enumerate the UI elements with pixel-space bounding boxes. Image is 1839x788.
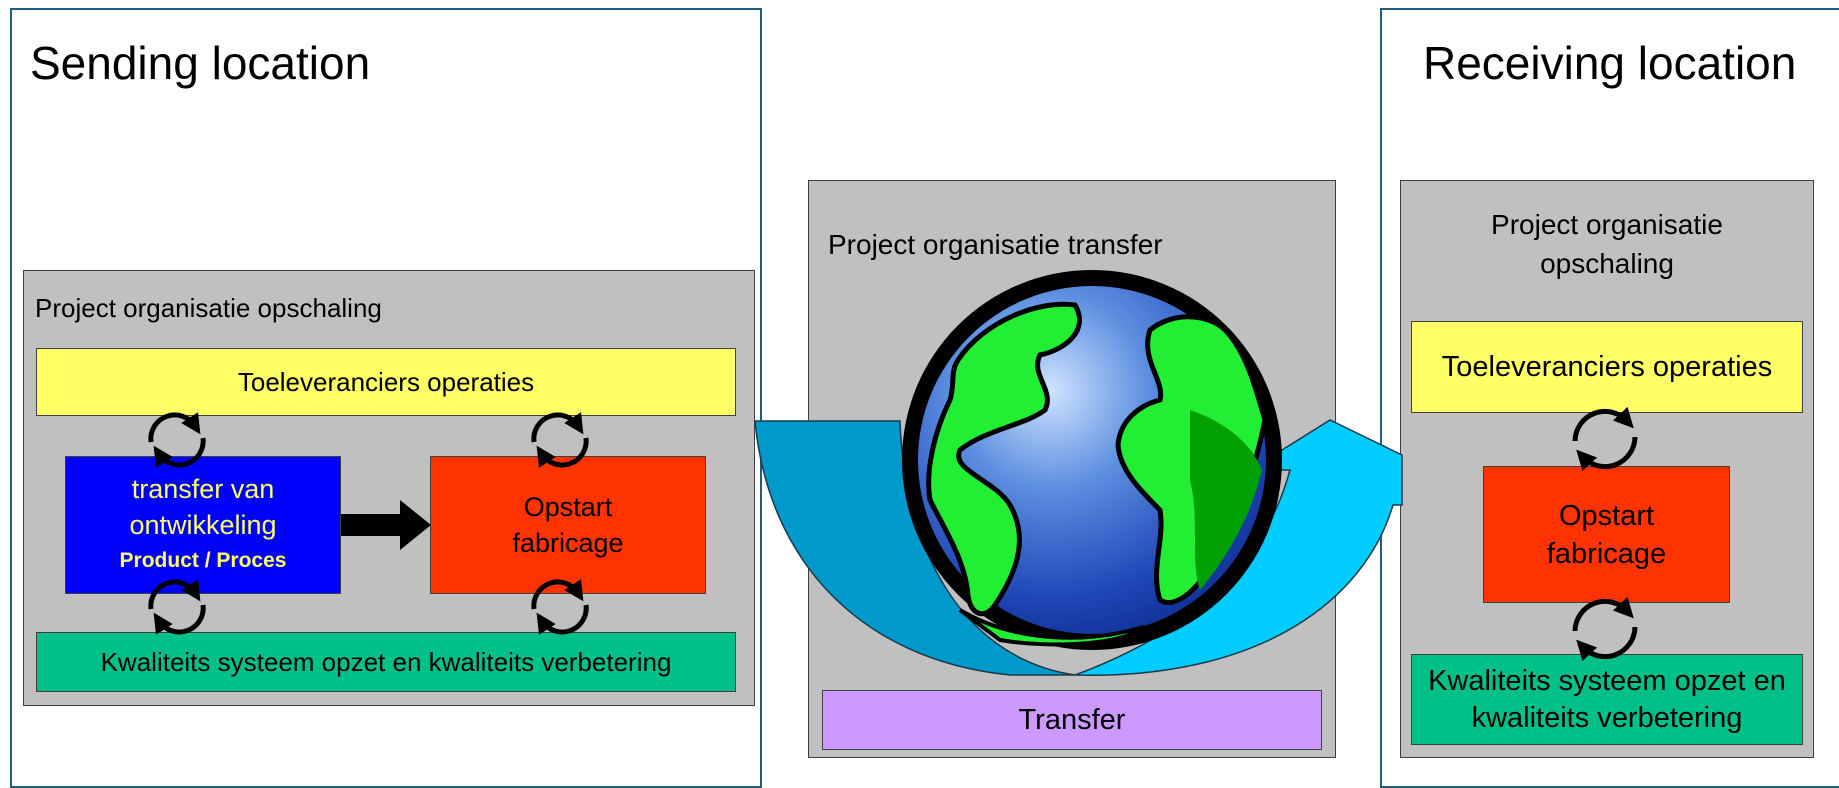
globe-icon [902, 270, 1282, 650]
cycle-icon-receiving-bottom [1572, 596, 1638, 662]
sending-suppliers-box: Toeleveranciers operaties [36, 348, 736, 416]
receiving-quality-line2: kwaliteits verbetering [1471, 701, 1743, 734]
receiving-location-title: Receiving location [1423, 37, 1797, 89]
receiving-panel-title: Project organisatie opschaling [1400, 205, 1814, 283]
sending-panel-title: Project organisatie opschaling [35, 293, 382, 323]
sending-startup-line1: Opstart [523, 492, 613, 522]
receiving-startup-line2: fabricage [1546, 537, 1667, 570]
receiving-startup-line1: Opstart [1558, 499, 1655, 532]
receiving-quality-box: Kwaliteits systeem opzet en kwaliteits v… [1411, 654, 1803, 745]
transfer-development-line2: ontwikkeling [129, 510, 277, 540]
diagram-graphics [148, 270, 1638, 676]
transfer-panel-title: Project organisatie transfer [828, 229, 1163, 260]
cycle-icon-sending-left-top [148, 412, 206, 468]
cycle-icon-sending-right-top [531, 412, 589, 468]
sending-location-title: Sending location [30, 37, 371, 89]
sending-quality-label: Kwaliteits systeem opzet en kwaliteits v… [100, 646, 672, 677]
cycle-icon-sending-left-bottom [148, 579, 206, 635]
sending-quality-box: Kwaliteits systeem opzet en kwaliteits v… [36, 632, 736, 692]
transfer-box: Transfer [822, 690, 1322, 750]
sending-suppliers-label: Toeleveranciers operaties [237, 366, 535, 397]
receiving-panel-title-line1: Project organisatie [1491, 209, 1723, 240]
receiving-quality-line1: Kwaliteits systeem opzet en [1428, 664, 1786, 697]
transfer-label: Transfer [1018, 703, 1126, 736]
transfer-development-box: transfer van ontwikkeling Product / Proc… [65, 456, 341, 594]
cycle-icon-receiving-top [1572, 406, 1638, 472]
transfer-development-line1: transfer van [131, 474, 275, 504]
transfer-development-line3: Product / Proces [119, 549, 287, 572]
receiving-suppliers-label: Toeleveranciers operaties [1441, 350, 1773, 383]
sending-startup-line2: fabricage [512, 528, 624, 558]
cycle-icon-sending-right-bottom [531, 579, 589, 635]
process-arrow-icon [341, 500, 431, 550]
receiving-suppliers-box: Toeleveranciers operaties [1411, 321, 1803, 413]
receiving-panel-title-line2: opschaling [1540, 248, 1674, 279]
